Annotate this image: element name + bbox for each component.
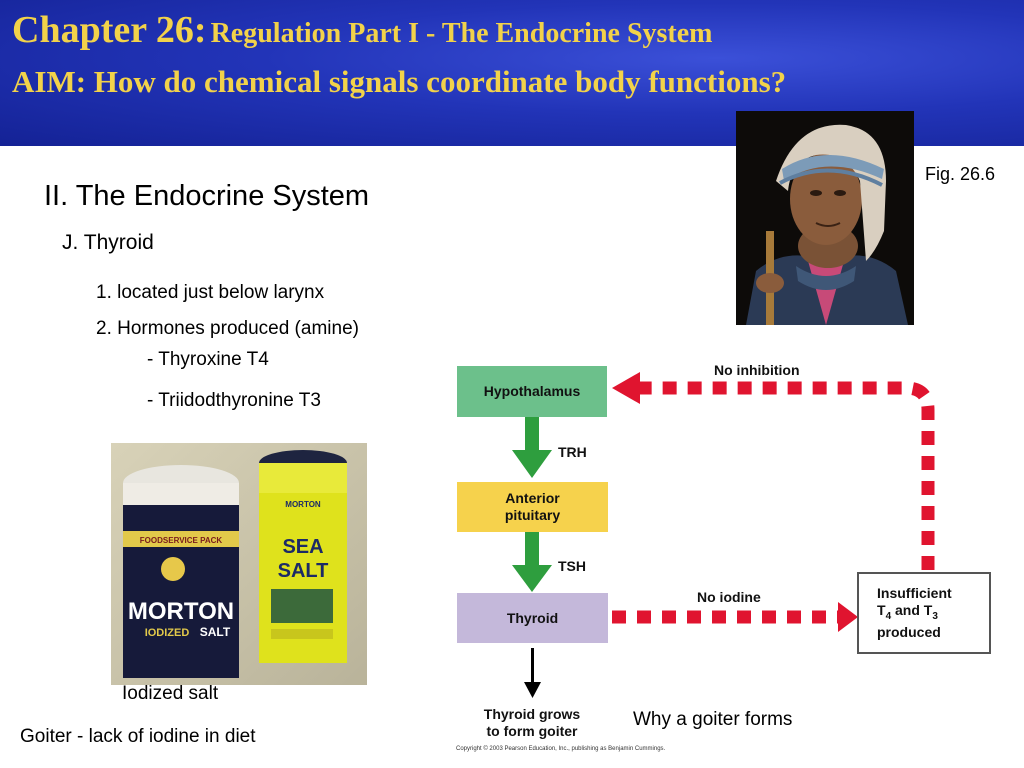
salt-caption: Iodized salt: [122, 683, 219, 704]
iodized-salt-photo: FOODSERVICE PACK MORTON IODIZED SALT MOR…: [111, 443, 367, 685]
outline-point-1: 1. located just below larynx: [96, 282, 325, 303]
anterior-pituitary-box: Anterior pituitary: [457, 482, 608, 532]
copyright-notice: Copyright © 2003 Pearson Education, Inc.…: [456, 746, 666, 752]
outline-point-2: 2. Hormones produced (amine): [96, 318, 359, 339]
hypothalamus-label: Hypothalamus: [483, 383, 581, 399]
insufficient-line2: T4 and T3: [877, 601, 938, 622]
left-can-salt: SALT: [200, 625, 231, 639]
right-can-salt: SALT: [278, 560, 329, 582]
pituitary-label-line1: Anterior: [505, 490, 560, 506]
chapter-subtitle: Regulation Part I - The Endocrine System: [210, 18, 713, 49]
aim-statement: AIM: How do chemical signals coordinate …: [12, 64, 787, 99]
outcome-line1: Thyroid grows: [483, 706, 581, 722]
diagram-caption: Why a goiter forms: [633, 709, 793, 730]
pituitary-label-line2: pituitary: [504, 507, 561, 523]
right-can-sea: SEA: [282, 536, 323, 558]
hormone-thyroxine: - Thyroxine T4: [147, 349, 269, 370]
section-heading: II. The Endocrine System: [44, 180, 370, 212]
left-can-band: FOODSERVICE PACK: [140, 536, 223, 545]
right-can-brand: MORTON: [285, 500, 321, 509]
figure-reference: Fig. 26.6: [925, 164, 996, 184]
trh-label: TRH: [558, 444, 587, 460]
left-can-iodized: IODIZED: [145, 627, 190, 639]
insufficient-hormones-box: Insufficient T4 and T3 produced: [857, 572, 991, 654]
insufficient-line3: produced: [877, 624, 941, 641]
page-title: Chapter 26: Regulation Part I - The Endo…: [12, 8, 713, 52]
subsection-heading: J. Thyroid: [62, 231, 154, 254]
no-iodine-label: No iodine: [697, 589, 761, 605]
thyroid-box: Thyroid: [457, 593, 608, 643]
outcome-line2: to form goiter: [486, 723, 578, 739]
title-banner: Chapter 26: Regulation Part I - The Endo…: [0, 0, 1024, 146]
goiter-outcome-label: Thyroid grows to form goiter: [462, 705, 602, 741]
goiter-caption: Goiter - lack of iodine in diet: [20, 726, 256, 747]
chapter-label: Chapter 26:: [12, 9, 207, 51]
insufficient-line1: Insufficient: [877, 584, 952, 601]
left-can-brand: MORTON: [128, 598, 234, 625]
no-inhibition-label: No inhibition: [714, 362, 800, 378]
thyroid-label: Thyroid: [506, 609, 559, 626]
goiter-woman-photo: [736, 111, 914, 325]
hypothalamus-box: Hypothalamus: [457, 366, 607, 417]
tsh-label: TSH: [558, 558, 586, 574]
hormone-triiodothyronine: - Triidodthyronine T3: [147, 390, 321, 411]
